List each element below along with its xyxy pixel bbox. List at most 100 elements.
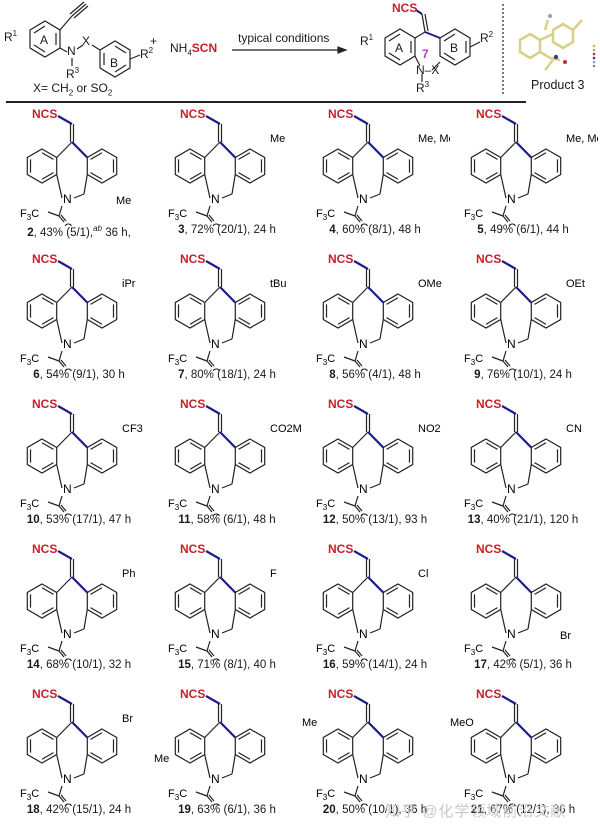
svg-text:O: O xyxy=(508,367,517,371)
compound-caption: 11, 58% (6/1), 48 h xyxy=(178,514,276,526)
compound-ratio: (6/1) xyxy=(516,224,540,236)
compound-time: 36 h xyxy=(549,659,572,671)
compound-19: NCSNF3COMe19, 63% (6/1), 36 h xyxy=(152,684,302,829)
compound-number: 13 xyxy=(467,514,481,526)
svg-text:Me: Me xyxy=(116,195,131,207)
footnote-marker: ab xyxy=(93,224,102,233)
structure-drawing: NCSNF3COCO2Me xyxy=(168,397,302,516)
compound-caption: 6, 54% (9/1), 30 h xyxy=(33,369,125,381)
svg-text:Me: Me xyxy=(270,133,285,145)
compound-9: NCSNF3COOEt9, 76% (10/1), 24 h xyxy=(448,249,598,394)
compound-16: NCSNF3COCl16, 59% (14/1), 24 h xyxy=(300,539,450,684)
compound-21: NCSNF3COMeO21, 67% (12/1), 36 h xyxy=(448,684,598,829)
compound-time: 24 h xyxy=(549,369,572,381)
compound-18: NCSNF3COBr18, 42% (15/1), 24 h xyxy=(4,684,154,829)
svg-text:F3C: F3C xyxy=(464,498,483,512)
compound-ratio: (6/1) xyxy=(223,514,247,526)
compound-ratio: (4/1) xyxy=(368,369,392,381)
svg-text:N: N xyxy=(211,627,220,641)
svg-text:N: N xyxy=(211,337,220,351)
svg-text:CF3: CF3 xyxy=(122,423,143,435)
compound-time: 44 h xyxy=(546,224,569,236)
compound-8: NCSNF3COOMe8, 56% (4/1), 48 h xyxy=(300,249,450,394)
compound-yield: 60% xyxy=(342,224,366,236)
compound-time: 93 h xyxy=(404,514,428,526)
structure-drawing: NCSNF3COCN xyxy=(464,397,582,516)
compound-ratio: (17/1) xyxy=(72,514,103,526)
reaction-scheme-drawing xyxy=(29,1,596,82)
svg-text:NCS: NCS xyxy=(180,542,205,556)
svg-text:NCS: NCS xyxy=(328,252,353,266)
structure-drawing: NCSNF3COtBu xyxy=(168,252,287,371)
compound-time: 48 h xyxy=(398,224,421,236)
arrow-conditions-label: typical conditions xyxy=(238,31,330,45)
svg-text:NCS: NCS xyxy=(328,107,353,121)
structure-drawing: NCSNF3CONO2 xyxy=(316,397,441,516)
svg-text:O: O xyxy=(64,512,73,516)
compound-11: NCSNF3COCO2Me11, 58% (6/1), 48 h xyxy=(152,394,302,539)
product-ring-b-label: B xyxy=(450,41,459,55)
compound-caption: 9, 76% (10/1), 24 h xyxy=(474,369,572,381)
n-label: N xyxy=(67,44,76,58)
compound-yield: 56% xyxy=(342,369,366,381)
svg-text:NCS: NCS xyxy=(476,542,501,556)
svg-text:O: O xyxy=(508,802,517,806)
svg-text:N: N xyxy=(211,482,220,496)
svg-text:N: N xyxy=(359,482,368,496)
svg-text:N: N xyxy=(359,627,368,641)
compound-ratio: (8/1) xyxy=(368,224,392,236)
structure-drawing: NCSNF3COMeO xyxy=(450,687,562,806)
svg-text:Br: Br xyxy=(122,713,133,725)
svg-text:NCS: NCS xyxy=(32,542,57,556)
svg-text:F3C: F3C xyxy=(316,643,335,657)
compound-yield: 42% xyxy=(493,659,517,671)
compound-number: 20 xyxy=(322,804,336,816)
structure-drawing: NCSNF3COOEt xyxy=(464,252,585,371)
svg-text:Ph: Ph xyxy=(122,568,135,580)
compound-caption: 19, 63% (6/1), 36 h xyxy=(178,804,276,816)
svg-text:F3C: F3C xyxy=(20,353,39,367)
compound-number: 16 xyxy=(322,659,336,671)
compound-caption: 8, 56% (4/1), 48 h xyxy=(329,369,421,381)
svg-text:N: N xyxy=(507,772,516,786)
svg-text:CO2Me: CO2Me xyxy=(270,423,302,435)
compound-ratio: (20/1) xyxy=(217,224,248,236)
compound-number: 21 xyxy=(470,804,484,816)
svg-text:MeO: MeO xyxy=(450,717,474,729)
svg-text:NCS: NCS xyxy=(328,542,353,556)
compound-caption: 4, 60% (8/1), 48 h xyxy=(329,224,421,236)
svg-text:O: O xyxy=(64,367,73,371)
compound-14: NCSNF3COPh14, 68% (10/1), 32 h xyxy=(4,539,154,684)
reagent-nh4scn: NH4SCN xyxy=(170,41,218,58)
svg-text:O: O xyxy=(360,367,369,371)
compound-ratio: (13/1) xyxy=(368,514,399,526)
compound-ratio: (10/1) xyxy=(513,369,544,381)
compound-17: NCSNF3COBr17, 42% (5/1), 36 h xyxy=(448,539,598,684)
compound-yield: 72% xyxy=(190,224,214,236)
svg-text:F3C: F3C xyxy=(464,643,483,657)
svg-text:N: N xyxy=(507,482,516,496)
svg-text:NCS: NCS xyxy=(32,687,57,701)
svg-text:iPr: iPr xyxy=(122,278,136,290)
svg-text:NCS: NCS xyxy=(328,687,353,701)
compound-yield: 59% xyxy=(342,659,366,671)
product-ncs-label: NCS xyxy=(392,1,418,15)
svg-text:Cl: Cl xyxy=(418,568,428,580)
compound-6: NCSNF3COiPr6, 54% (9/1), 30 h xyxy=(4,249,154,394)
crystal-structure-image xyxy=(518,19,583,71)
compound-time: 120 h xyxy=(549,514,579,526)
svg-text:O: O xyxy=(212,657,221,661)
compound-13: NCSNF3COCN13, 40% (21/1), 120 h xyxy=(448,394,598,539)
svg-text:F3C: F3C xyxy=(20,788,39,802)
svg-text:Br: Br xyxy=(560,630,571,642)
compound-ratio: (21/1) xyxy=(513,514,544,526)
svg-text:F3C: F3C xyxy=(20,208,39,222)
svg-text:O: O xyxy=(360,657,369,661)
svg-text:N: N xyxy=(507,337,516,351)
compound-number: 19 xyxy=(178,804,191,816)
compound-ratio: (18/1) xyxy=(217,369,248,381)
